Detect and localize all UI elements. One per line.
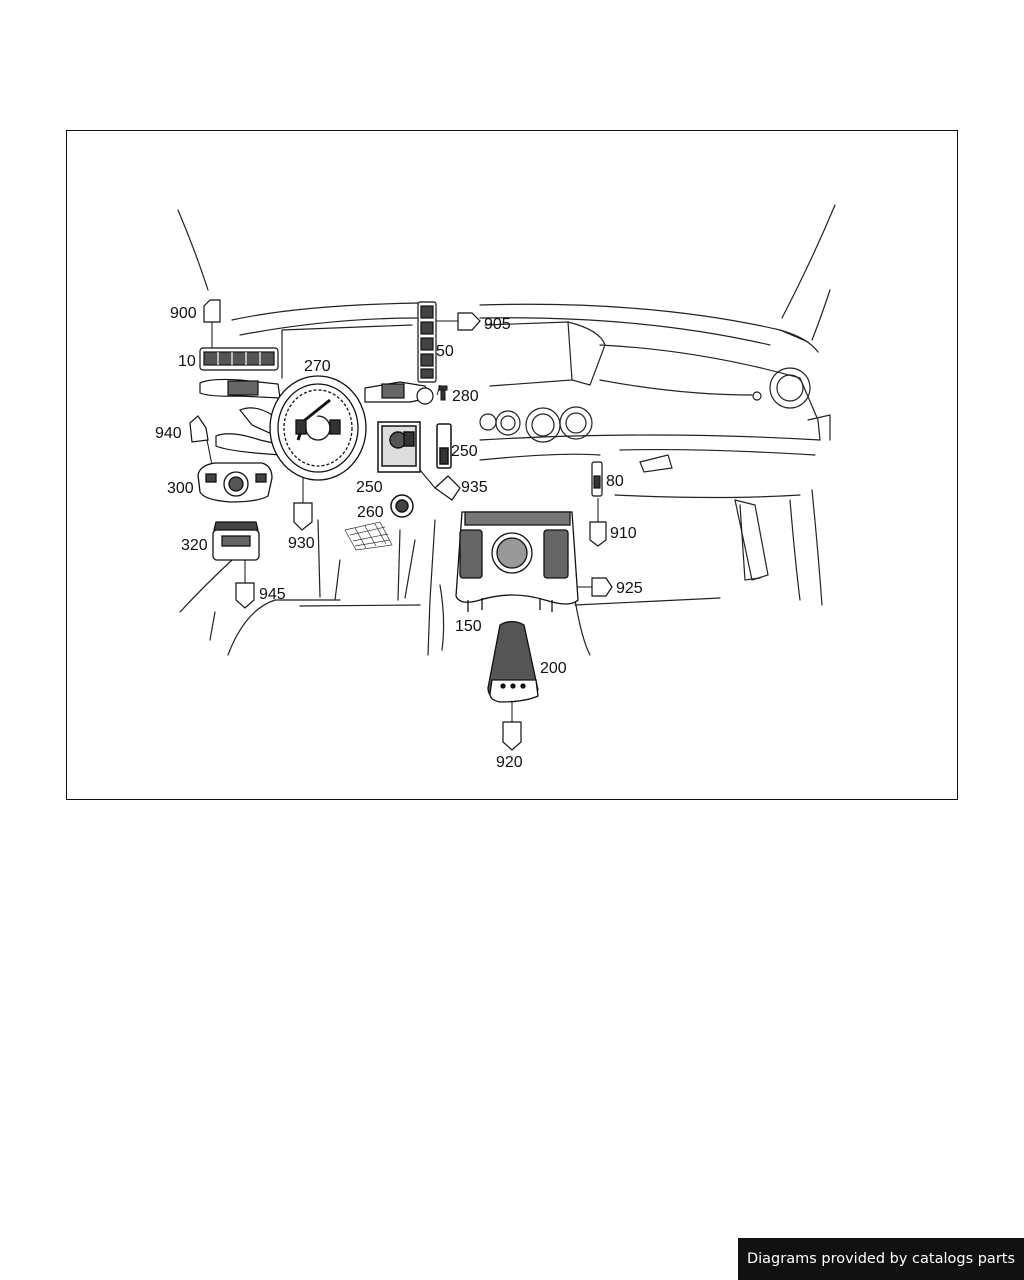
callout-920: 920: [496, 754, 523, 771]
callout-80: 80: [606, 473, 624, 490]
callout-200: 200: [540, 660, 567, 677]
callout-250-lower: 250: [356, 479, 383, 496]
callout-10: 10: [178, 353, 196, 370]
connector-935-icon: [434, 475, 461, 501]
connector-905-icon: [457, 312, 481, 331]
diagram-frame: [66, 130, 958, 800]
callout-945: 945: [259, 586, 286, 603]
part-280-screw: [438, 385, 448, 401]
callout-930: 930: [288, 535, 315, 552]
callout-260: 260: [357, 504, 384, 521]
parts-diagram: 900 10 270 905 50 280 940 250 250 935 80…: [155, 204, 836, 771]
part-300-light-switch: [197, 462, 273, 503]
callout-320: 320: [181, 537, 208, 554]
part-250-control-unit: [377, 421, 452, 473]
connector-930-icon: [293, 502, 313, 531]
callout-300: 300: [167, 480, 194, 497]
part-steering-stalks: [199, 378, 434, 456]
callout-925: 925: [616, 580, 643, 597]
part-150-center-console: [455, 511, 579, 612]
part-270-clockspring: [269, 375, 367, 481]
connector-945-icon: [235, 582, 255, 609]
connector-910-icon: [589, 521, 607, 547]
callout-250-upper: 250: [451, 443, 478, 460]
pedal-mesh: [344, 521, 393, 551]
callout-labels: 900 10 270 905 50 280 940 250 250 935 80…: [155, 305, 643, 771]
connector-920-icon: [502, 721, 522, 751]
callout-910: 910: [610, 525, 637, 542]
part-10-switch-panel: [199, 347, 279, 371]
credit-banner: Diagrams provided by catalogs parts: [738, 1238, 1024, 1280]
callout-280: 280: [452, 388, 479, 405]
callout-50: 50: [436, 343, 454, 360]
connector-925-icon: [591, 577, 613, 597]
callout-150: 150: [455, 618, 482, 635]
callout-900: 900: [170, 305, 197, 322]
part-80-switch: [591, 461, 603, 497]
connector-900-icon: [203, 299, 221, 323]
connector-icons: [189, 299, 613, 751]
part-50-switch-strip: [417, 301, 437, 383]
dashboard-outline: [177, 204, 836, 656]
part-260-ring: [390, 494, 414, 518]
callout-935: 935: [461, 479, 488, 496]
callout-905: 905: [484, 316, 511, 333]
callout-270: 270: [304, 358, 331, 375]
callout-940: 940: [155, 425, 182, 442]
credit-text: Diagrams provided by catalogs parts: [746, 1251, 1016, 1267]
part-320-switch: [212, 521, 260, 561]
connector-940-icon: [189, 415, 209, 443]
part-200-selector: [487, 620, 539, 703]
